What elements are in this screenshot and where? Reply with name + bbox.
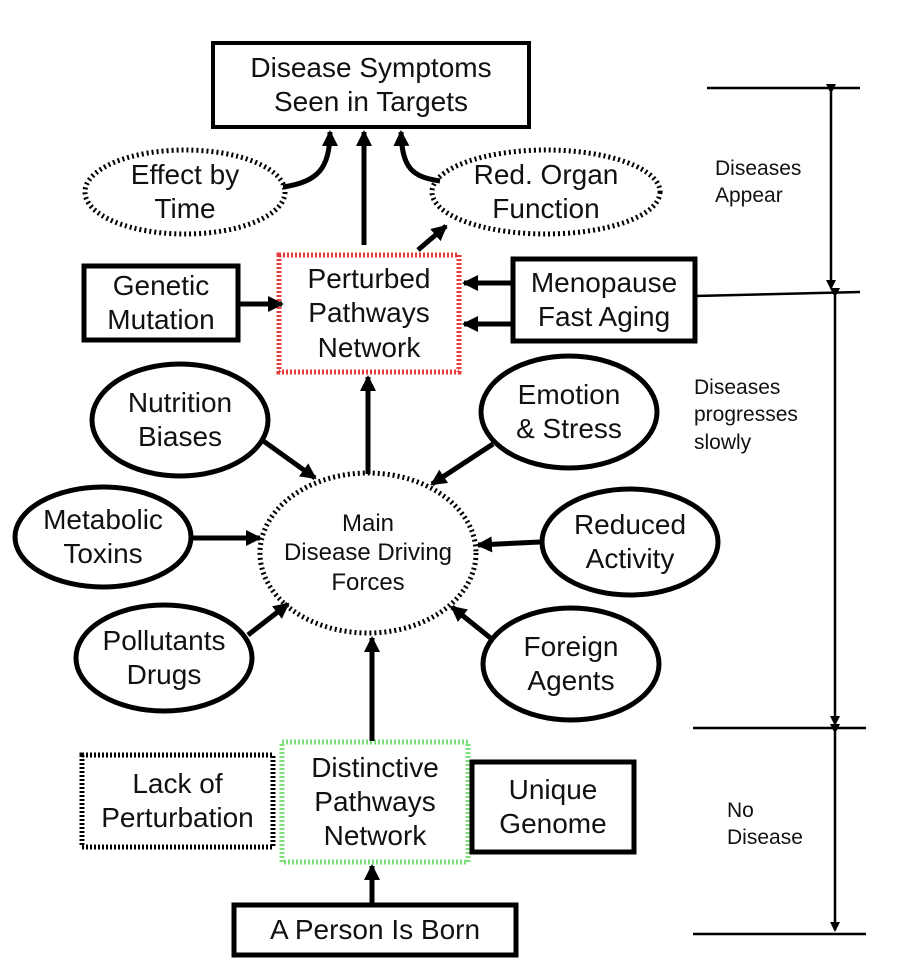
unique-genome-box (469, 759, 637, 855)
nutrition-label: Nutrition Biases (127, 386, 233, 452)
lack-perturbation-box (79, 752, 276, 850)
arrow-perturbed-to-redorgan (416, 224, 448, 252)
born-box (231, 902, 519, 958)
stage-timeline (693, 84, 866, 936)
menopause-box (510, 256, 698, 344)
genetic-mutation-box (81, 263, 241, 343)
tick-appear-progress (694, 290, 861, 298)
foreign-ellipse (480, 605, 662, 723)
foreign-label: Foreign Agents (523, 630, 619, 696)
arrow-effect-to-symptoms (282, 130, 338, 190)
menopause-label: Menopause Fast Aging (530, 266, 678, 332)
reduced-activity-ellipse (539, 486, 721, 598)
symptoms-label: Disease Symptoms Seen in Targets (250, 51, 492, 117)
distinctive-box (279, 739, 471, 865)
connector-arrows (192, 130, 541, 904)
arrow-emotion-to-main (430, 441, 495, 487)
pollutants-label: Pollutants Drugs (102, 624, 226, 690)
genetic-mutation-label: Genetic Mutation (107, 269, 215, 335)
distinctive-label: Distinctive Pathways Network (311, 751, 439, 852)
perturbed-box (276, 252, 462, 375)
effect-by-time-label: Effect by Time (130, 158, 240, 224)
metabolic-label: Metabolic Toxins (43, 503, 163, 569)
born-label: A Person Is Born (269, 913, 481, 945)
emotion-ellipse (478, 353, 660, 471)
perturbed-label: Perturbed Pathways Network (307, 263, 431, 363)
arrow-reduced-to-main (476, 536, 541, 553)
metabolic-ellipse (12, 484, 194, 590)
nutrition-ellipse (89, 361, 271, 479)
arrow-foreign-to-main (450, 605, 495, 642)
arrow-redorgan-to-symptoms (393, 130, 441, 184)
arrow-nutrition-to-main (260, 437, 317, 481)
red-organ-ellipse (429, 147, 663, 237)
lack-perturbation-label: Lack of Perturbation (101, 767, 254, 833)
unique-genome-label: Unique Genome (499, 773, 607, 839)
reduced-activity-label: Reduced Activity (573, 508, 687, 574)
pollutants-ellipse (73, 602, 255, 714)
stage-appear-label: Diseases Appear (715, 157, 802, 208)
main-forces-ellipse (257, 470, 479, 636)
red-organ-label: Red. Organ Function (473, 158, 619, 224)
stage-none-label: No Disease (727, 799, 803, 850)
effect-by-time-ellipse (82, 147, 288, 237)
emotion-label: Emotion & Stress (516, 378, 622, 444)
symptoms-box (211, 41, 531, 129)
arrow-pollutants-to-main (246, 602, 290, 637)
stage-progress-label: Diseases progresses slowly (694, 376, 798, 454)
main-forces-label: Main Disease Driving Forces (283, 510, 453, 596)
